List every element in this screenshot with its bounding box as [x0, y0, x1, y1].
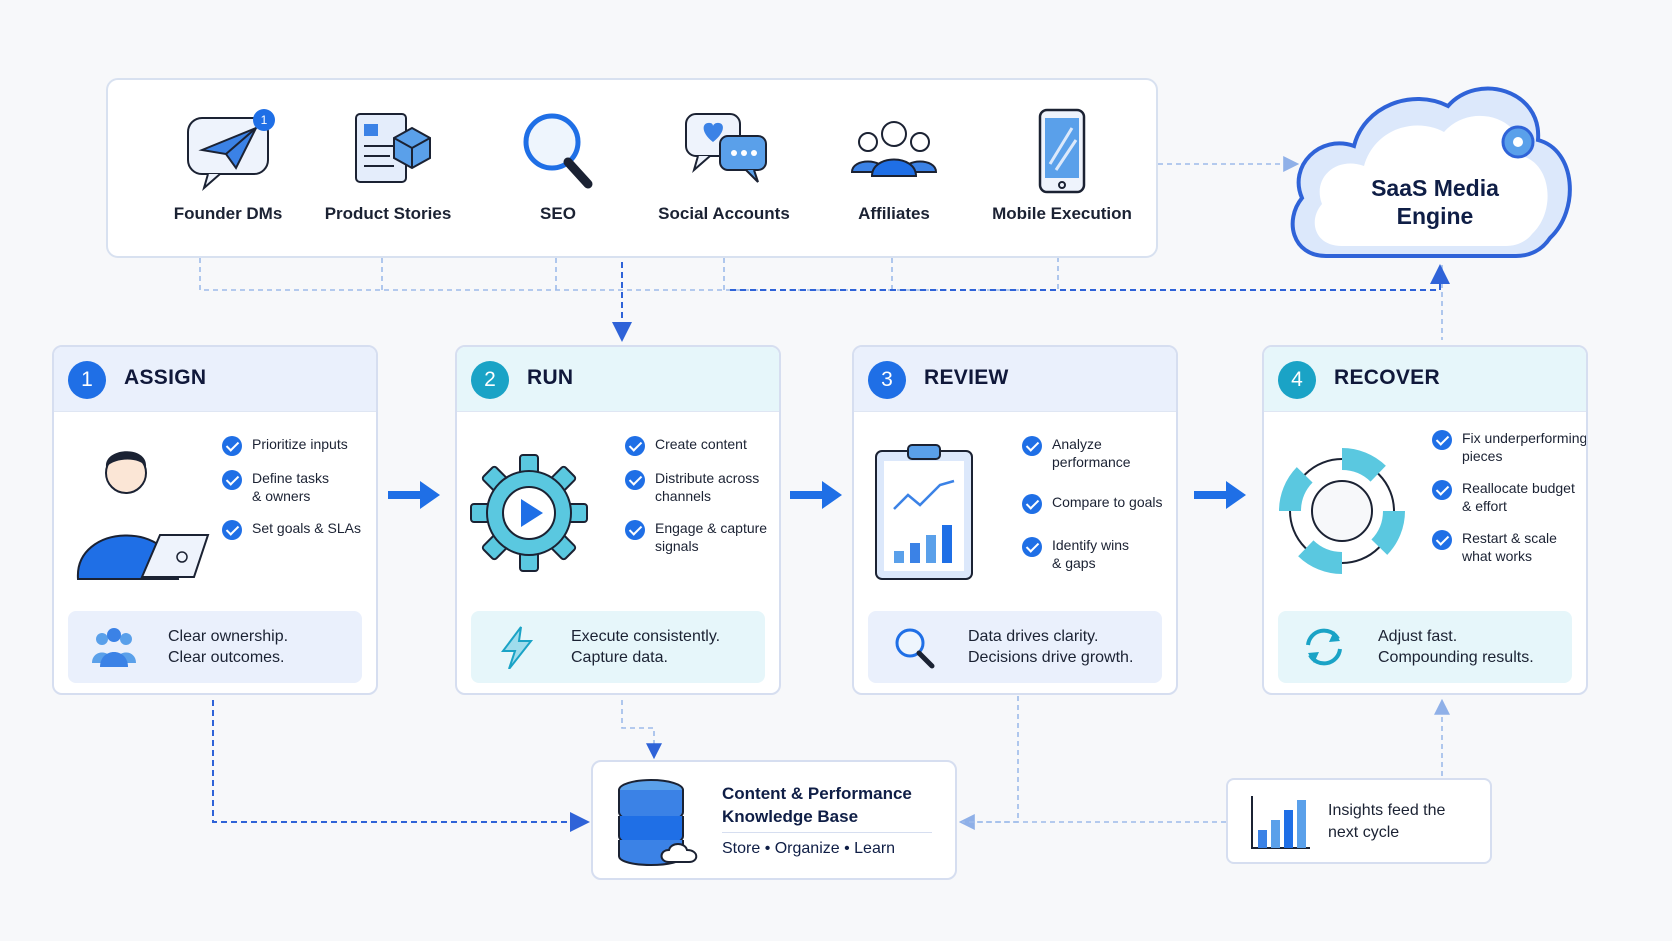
notification-badge: 1: [261, 113, 268, 127]
step-number: 2: [471, 361, 509, 399]
step-card-review: 3 REVIEW Analyze performance Compare to …: [852, 345, 1178, 695]
step-card-recover: 4 RECOVER Fix underperforming pieces Rea…: [1262, 345, 1588, 695]
lifebuoy-icon: [1279, 448, 1405, 574]
check-icon: [222, 520, 242, 540]
check-icon: [625, 436, 645, 456]
checklist-item: Compare to goals: [1022, 493, 1176, 514]
database-icon: [618, 779, 698, 866]
checklist-item: Set goals & SLAs: [222, 519, 376, 540]
person-laptop-icon: [76, 451, 210, 580]
channel-label: Founder DMs: [173, 204, 283, 223]
step-title: RECOVER: [1334, 366, 1440, 389]
search-icon: [895, 628, 935, 669]
channel-founder-dms[interactable]: 1 Founder DMs: [148, 108, 308, 224]
channel-label: Product Stories: [324, 204, 452, 223]
step-card-assign: 1 ASSIGN Prioritize inputs Define tasks …: [52, 345, 378, 695]
check-icon: [1432, 480, 1452, 500]
step-card-run: 2 RUN Create content Distribute across c…: [455, 345, 781, 695]
footer-text: Data drives clarity.Decisions drive grow…: [968, 628, 1134, 666]
card-footer: Clear ownership.Clear outcomes.: [68, 611, 362, 683]
magnifier-icon: [523, 113, 593, 189]
channel-strip: 1 Founder DMs Product Stories SEO: [106, 78, 1158, 258]
cloud-icon: [1290, 86, 1572, 258]
channel-seo[interactable]: SEO: [478, 108, 638, 224]
card-footer: Adjust fast.Compounding results.: [1278, 611, 1572, 683]
check-icon: [1022, 436, 1042, 456]
channel-affiliates[interactable]: Affiliates: [814, 108, 974, 224]
channel-social-accounts[interactable]: Social Accounts: [644, 108, 804, 224]
channel-label: Social Accounts: [658, 204, 790, 223]
gear-play-icon: [470, 454, 588, 572]
step-checklist: Analyze performance Compare to goals Ide…: [1022, 435, 1176, 572]
clipboard-chart-icon: [875, 444, 973, 580]
arrow-right-icon: [388, 481, 440, 509]
step-number: 3: [868, 361, 906, 399]
checklist-item: Distribute across channels: [625, 469, 779, 505]
arrow-right-icon: [1194, 481, 1246, 509]
step-title: RUN: [527, 366, 574, 389]
card-header: 3 REVIEW: [854, 347, 1176, 412]
refresh-icon: [1306, 628, 1342, 666]
people-group-icon: [850, 121, 938, 177]
check-icon: [222, 470, 242, 490]
checklist-item: Analyze performance: [1022, 435, 1176, 471]
step-checklist: Fix underperforming pieces Reallocate bu…: [1432, 429, 1586, 565]
checklist-item: Fix underperforming pieces: [1432, 429, 1586, 465]
kb-subtitle: Store • Organize • Learn: [722, 840, 896, 857]
channel-product-stories[interactable]: Product Stories: [308, 108, 468, 224]
step-number: 1: [68, 361, 106, 399]
card-header: 2 RUN: [457, 347, 779, 412]
arrow-right-icon: [790, 481, 842, 509]
story-board-icon: [355, 113, 431, 183]
checklist-item: Reallocate budget & effort: [1432, 479, 1586, 515]
check-icon: [222, 436, 242, 456]
channel-label: SEO: [540, 204, 576, 223]
checklist-item: Create content: [625, 435, 779, 456]
smartphone-icon: [1038, 108, 1086, 194]
step-number: 4: [1278, 361, 1316, 399]
divider: [722, 832, 932, 833]
checklist-item: Prioritize inputs: [222, 435, 376, 456]
checklist-item: Define tasks & owners: [222, 469, 376, 505]
footer-text: Adjust fast.Compounding results.: [1378, 628, 1534, 666]
check-icon: [1432, 530, 1452, 550]
channel-mobile-execution[interactable]: Mobile Execution: [982, 108, 1142, 224]
card-header: 1 ASSIGN: [54, 347, 376, 412]
step-checklist: Prioritize inputs Define tasks & owners …: [222, 435, 376, 540]
paper-plane-icon: 1: [187, 109, 275, 191]
lightning-icon: [501, 626, 534, 669]
chat-bubbles-icon: [685, 113, 767, 183]
channel-label: Affiliates: [858, 204, 930, 223]
step-title: ASSIGN: [124, 366, 207, 389]
check-icon: [1022, 494, 1042, 514]
check-icon: [625, 470, 645, 490]
footer-text: Clear ownership.Clear outcomes.: [168, 628, 289, 666]
footer-text: Execute consistently.Capture data.: [571, 628, 721, 666]
card-footer: Data drives clarity.Decisions drive grow…: [868, 611, 1162, 683]
checklist-item: Restart & scale what works: [1432, 529, 1586, 565]
team-icon: [92, 628, 136, 667]
checklist-item: Engage & capture signals: [625, 519, 779, 555]
check-icon: [1022, 537, 1042, 557]
step-checklist: Create content Distribute across channel…: [625, 435, 779, 555]
check-icon: [1432, 430, 1452, 450]
card-header: 4 RECOVER: [1264, 347, 1586, 412]
check-icon: [625, 520, 645, 540]
bar-chart-icon: [1251, 796, 1310, 849]
channel-label: Mobile Execution: [992, 204, 1132, 223]
card-footer: Execute consistently.Capture data.: [471, 611, 765, 683]
checklist-item: Identify wins & gaps: [1022, 536, 1176, 572]
step-title: REVIEW: [924, 366, 1009, 389]
